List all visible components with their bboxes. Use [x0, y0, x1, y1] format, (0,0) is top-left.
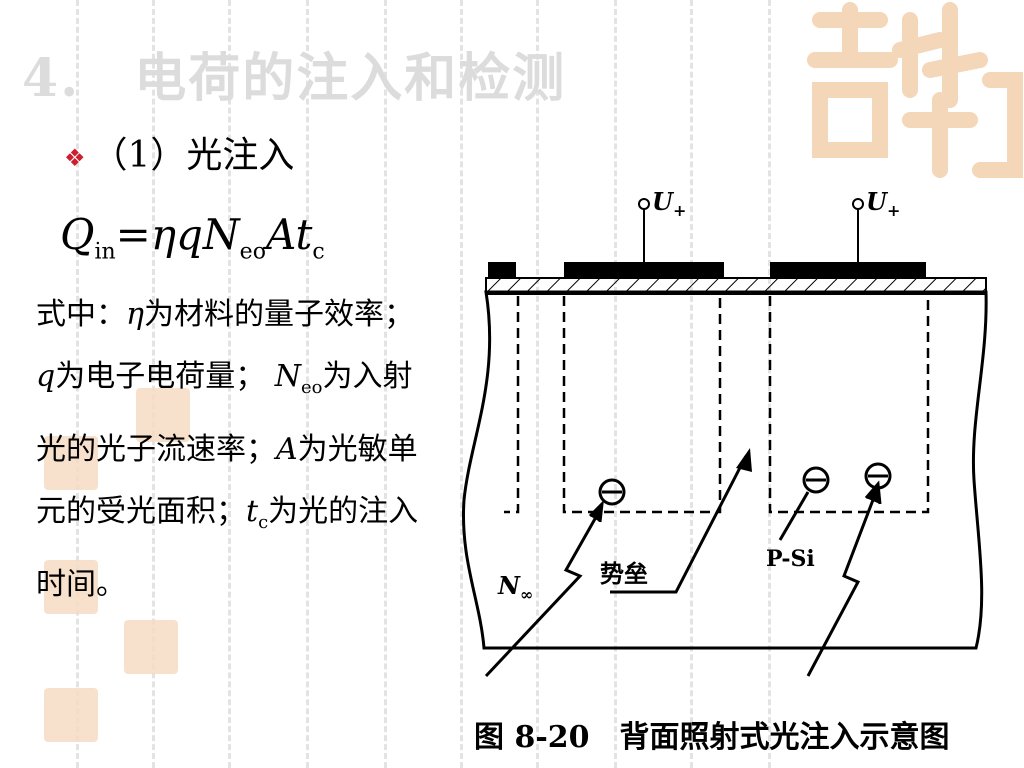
potential-well-2: [768, 296, 930, 514]
bg-guide-4: [306, 0, 309, 768]
electrode-left: [488, 262, 516, 278]
decorative-seal-icon: [807, 2, 1023, 178]
electrode-2: [770, 262, 926, 278]
bg-guide-3: [228, 0, 231, 768]
electron-2: [802, 466, 830, 494]
decorative-seal-small-4: [124, 620, 178, 674]
voltage-label-2: U+: [866, 187, 900, 220]
decorative-seal-small-1: [136, 388, 190, 442]
bg-guide-6: [460, 0, 463, 768]
voltage-label-1: U+: [652, 187, 686, 220]
barrier-arrowhead: [736, 448, 752, 472]
bg-guide-8: [614, 0, 617, 768]
bg-guide-2: [152, 0, 155, 768]
backside-illumination-diagram: U+ U+ 势垒 P-Si N∞: [461, 187, 988, 678]
photon-arrow-2: [806, 480, 882, 677]
slide-title: 4. 电荷的注入和检测: [22, 48, 567, 109]
bg-guide-9: [690, 0, 693, 768]
decorative-seal-small-5: [44, 688, 98, 742]
formula: Qin=ηqNeoAtc: [60, 210, 325, 265]
electrode-1: [564, 262, 724, 278]
decorative-seal-small-2: [44, 436, 98, 490]
terminal-1: [638, 198, 650, 210]
figure-caption: 图 8-20 背面照射式光注入示意图: [474, 720, 950, 755]
bg-guide-7: [536, 0, 539, 768]
bullet-text: （1）光注入: [91, 135, 295, 176]
photon-flux-label: N∞: [497, 571, 533, 604]
potential-well-1: [562, 296, 722, 514]
electron-1: [598, 478, 626, 506]
psi-label: P-Si: [766, 546, 815, 572]
explanation-paragraph: 式中：η为材料的量子效率；q为电子电荷量； Neo为入射光的光子流速率；A为光敏…: [36, 297, 419, 602]
bullet-item: ❖（1）光注入: [64, 126, 294, 178]
psi-pointer: [778, 491, 810, 541]
terminal-2: [852, 198, 864, 210]
silicon-substrate: [461, 290, 988, 650]
decorative-seal-small-3: [44, 560, 98, 614]
oxide-layer: [485, 277, 987, 295]
bg-guide-5: [384, 0, 387, 768]
barrier-pointer: [610, 455, 748, 594]
potential-well-left: [504, 296, 520, 514]
diamond-bullet-icon: ❖: [64, 144, 86, 172]
photon-arrow-1: [484, 499, 604, 678]
barrier-label: 势垒: [600, 560, 648, 588]
bg-guide-1: [76, 0, 79, 768]
